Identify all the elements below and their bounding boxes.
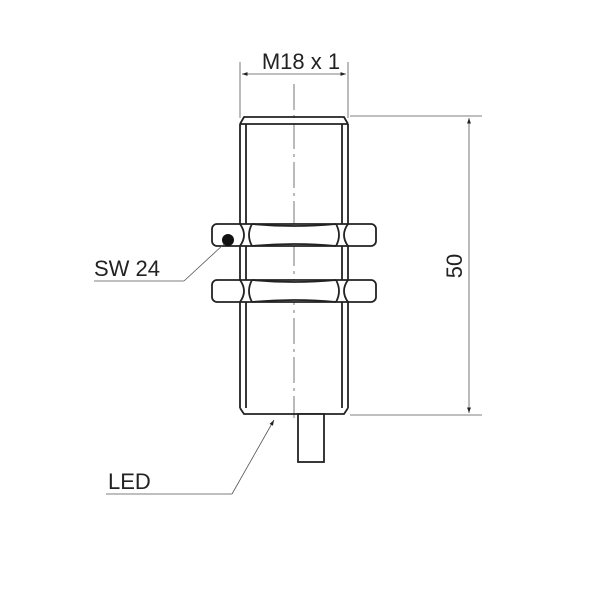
connector <box>297 413 325 463</box>
nut-upper-face-1 <box>239 223 245 247</box>
length-label: 50 <box>442 254 467 278</box>
nut-upper <box>211 223 377 247</box>
body-top-chamfer <box>239 116 349 125</box>
thread-label: M18 x 1 <box>262 49 340 74</box>
led-label: LED <box>108 469 151 494</box>
wrench-size-callout: SW 24 <box>94 243 225 282</box>
nut-upper-face-2 <box>248 223 340 247</box>
nut-lower-face-3 <box>343 279 349 303</box>
nut-lower-face-1 <box>239 279 245 303</box>
length-dimension: 50 <box>350 115 482 416</box>
wrench-size-label: SW 24 <box>94 256 160 281</box>
connector-pin <box>297 413 325 463</box>
body-bottom-chamfer <box>239 407 349 415</box>
led-callout: LED <box>106 419 275 495</box>
wrench-leader-diagonal <box>183 243 225 282</box>
led-leader-diagonal <box>231 419 275 495</box>
nut-upper-outline <box>211 223 377 247</box>
led-indicator-dot <box>222 234 234 246</box>
thread-dimension: M18 x 1 <box>239 49 349 118</box>
nut-upper-face-3 <box>343 223 349 247</box>
nut-lower-face-2 <box>248 279 340 303</box>
nut-lower-outline <box>211 279 377 303</box>
sensor-body <box>239 116 349 415</box>
nut-lower <box>211 279 377 303</box>
